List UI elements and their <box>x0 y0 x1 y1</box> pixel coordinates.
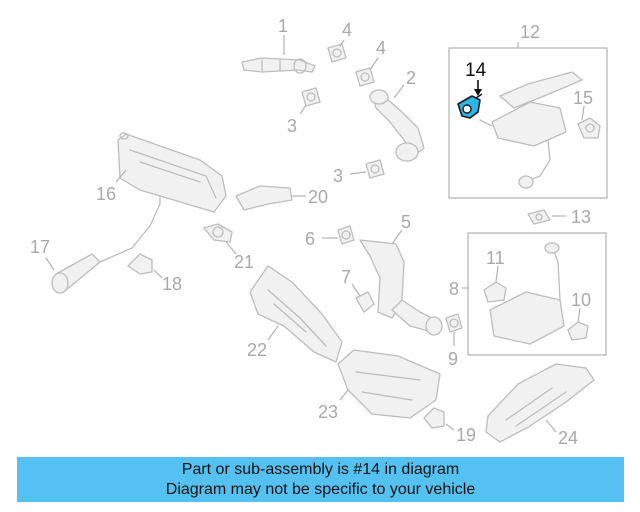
callout-22: 22 <box>247 340 267 360</box>
callout-21: 21 <box>234 252 254 272</box>
exhaust-parts-diagram: 1 2 3 3 4 4 5 6 7 8 9 10 11 12 13 14 15 … <box>30 16 608 448</box>
callout-11: 11 <box>486 248 505 268</box>
part-19-bracket[interactable] <box>423 407 445 429</box>
part-3-gasket-lower[interactable] <box>365 159 385 179</box>
part-14-arrow-icon <box>474 89 482 96</box>
callout-1: 1 <box>278 16 288 36</box>
callout-4-upper: 4 <box>342 20 352 40</box>
banner-line-2: Diagram may not be specific to your vehi… <box>165 481 476 498</box>
callout-3-upper: 3 <box>287 116 297 136</box>
callout-15: 15 <box>573 88 593 108</box>
callout-9: 9 <box>448 349 458 369</box>
part-15-hanger[interactable] <box>577 117 601 139</box>
part-20-connecting-pipe[interactable] <box>235 185 293 211</box>
callout-19: 19 <box>456 425 476 445</box>
part-6-gasket[interactable] <box>337 225 355 245</box>
callout-17: 17 <box>30 237 50 257</box>
callout-20: 20 <box>308 187 328 207</box>
callout-13: 13 <box>571 207 591 227</box>
part-4-gasket-lower[interactable] <box>355 67 375 87</box>
part-1-front-pipe[interactable] <box>241 57 316 74</box>
part-24-rear-heat-shield[interactable] <box>485 363 595 443</box>
callout-4-lower: 4 <box>376 38 386 58</box>
callout-2: 2 <box>406 68 416 88</box>
callout-5: 5 <box>401 212 411 232</box>
callout-8: 8 <box>449 279 459 299</box>
part-5-catalytic-converter[interactable] <box>359 239 443 336</box>
part-23-center-heat-shield[interactable] <box>337 349 441 419</box>
part-3-gasket-upper[interactable] <box>301 87 321 107</box>
part-9-gasket[interactable] <box>445 313 463 333</box>
callout-6: 6 <box>305 229 315 249</box>
part-22-heat-shield[interactable] <box>249 265 343 363</box>
callout-7: 7 <box>341 267 351 287</box>
part-14-exhaust-hanger-highlighted[interactable] <box>457 93 483 119</box>
part-2-intermediate-pipe[interactable] <box>369 89 425 162</box>
part-11-bracket[interactable] <box>483 281 507 303</box>
callout-23: 23 <box>318 402 338 422</box>
part-4-gasket-upper[interactable] <box>327 43 347 63</box>
callout-18: 18 <box>162 274 182 294</box>
banner-line-1: Part or sub-assembly is #14 in diagram <box>181 461 460 478</box>
part-10-hanger[interactable] <box>567 321 589 341</box>
callout-14: 14 <box>465 60 487 81</box>
inset-box-12 <box>448 47 608 199</box>
part-13-gasket[interactable] <box>527 209 551 225</box>
part-17-tailpipe[interactable] <box>51 253 101 294</box>
callout-24: 24 <box>558 428 578 448</box>
callout-12: 12 <box>520 22 540 42</box>
info-banner: Part or sub-assembly is #14 in diagram D… <box>17 457 624 502</box>
callout-3-lower: 3 <box>333 166 343 186</box>
part-7-bracket[interactable] <box>355 291 375 313</box>
part-12-muffler-assembly[interactable] <box>479 71 583 189</box>
callout-10: 10 <box>571 290 591 310</box>
callout-16: 16 <box>96 184 116 204</box>
part-21-clamp[interactable] <box>203 223 233 243</box>
part-18-hanger[interactable] <box>127 253 153 275</box>
inset-box-8 <box>467 232 607 356</box>
part-8-converter-assembly[interactable] <box>489 242 565 345</box>
